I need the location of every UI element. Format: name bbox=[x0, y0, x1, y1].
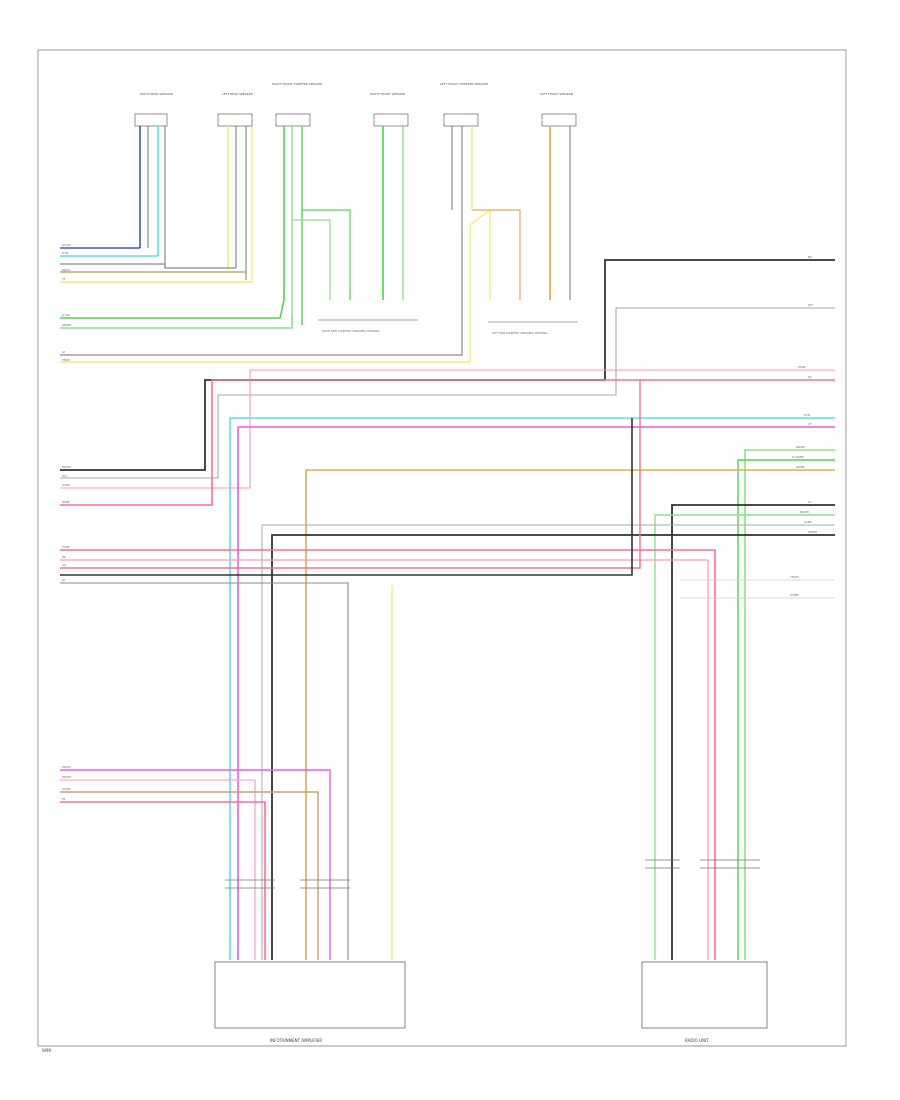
svg-text:GY: GY bbox=[808, 500, 812, 504]
svg-text:GY/BK: GY/BK bbox=[804, 520, 812, 524]
speaker-right-front-tweeter: RIGHT FRONT TWEETER SPEAKER bbox=[272, 82, 323, 325]
svg-text:PK/WH: PK/WH bbox=[62, 765, 71, 769]
svg-text:GY: GY bbox=[62, 350, 66, 354]
radio-unit: RADIO UNIT bbox=[641, 961, 768, 1043]
right-wire-labels: BK WH PK/BK PK LT BL VT GN/WH LT GN/BK O… bbox=[790, 255, 817, 597]
svg-text:BK/OG: BK/OG bbox=[62, 268, 70, 272]
svg-text:GY/BK: GY/BK bbox=[62, 483, 70, 487]
main-trunks bbox=[60, 259, 835, 960]
svg-text:BK: BK bbox=[808, 255, 812, 259]
connector-ticks bbox=[225, 859, 760, 889]
speaker-left-front-label: LEFT FRONT SPEAKER bbox=[540, 92, 573, 96]
infotainment-amplifier-label: INFOTAINMENT AMPLIFIER bbox=[270, 1038, 322, 1043]
speaker-left-front-tweeter-label: LEFT FRONT TWEETER SPEAKER bbox=[440, 82, 488, 86]
svg-text:WH: WH bbox=[62, 474, 67, 478]
diagram-code: W99 bbox=[42, 1048, 52, 1053]
speaker-right-front: RIGHT FRONT SPEAKER bbox=[370, 92, 409, 300]
infotainment-amplifier: INFOTAINMENT AMPLIFIER bbox=[214, 961, 406, 1043]
svg-text:WH/BK: WH/BK bbox=[790, 593, 799, 597]
svg-text:VT: VT bbox=[808, 422, 812, 426]
svg-text:DB/WH: DB/WH bbox=[808, 530, 817, 534]
svg-text:GY/WH: GY/WH bbox=[62, 243, 71, 247]
svg-text:WH: WH bbox=[808, 303, 813, 307]
svg-text:LT BL: LT BL bbox=[804, 413, 811, 417]
speaker-right-front-label: RIGHT FRONT SPEAKER bbox=[370, 92, 405, 96]
svg-text:OG: OG bbox=[62, 563, 66, 567]
svg-text:BK: BK bbox=[62, 555, 66, 559]
svg-text:VT/BK: VT/BK bbox=[62, 545, 70, 549]
speaker-right-rear: RIGHT REAR SPEAKER bbox=[134, 92, 173, 268]
svg-text:PK: PK bbox=[808, 375, 812, 379]
splice-note-right: RIGHT SIDE COURTESY SPEAKERS OPTIONAL bbox=[322, 329, 380, 333]
svg-text:PK/BK: PK/BK bbox=[62, 500, 70, 504]
svg-text:LT GN/BK: LT GN/BK bbox=[792, 455, 804, 459]
splice-note-left: LEFT SIDE COURTESY SPEAKERS OPTIONAL bbox=[492, 331, 548, 335]
speaker-left-front: LEFT FRONT SPEAKER bbox=[540, 92, 577, 300]
svg-text:GN/WH: GN/WH bbox=[796, 445, 805, 449]
speaker-right-rear-label: RIGHT REAR SPEAKER bbox=[140, 92, 173, 96]
left-wire-labels: GY/WH LT BL BK/OG YE LT GN GN/WH GY YE/B… bbox=[62, 243, 71, 801]
speaker-left-rear-label: LEFT REAR SPEAKER bbox=[222, 92, 253, 96]
speaker-left-rear: LEFT REAR SPEAKER bbox=[217, 92, 253, 282]
svg-text:OG/BK: OG/BK bbox=[796, 465, 805, 469]
upper-left-harness bbox=[60, 208, 521, 363]
speaker-left-front-tweeter: LEFT FRONT TWEETER SPEAKER bbox=[440, 82, 488, 230]
svg-text:OG/BK: OG/BK bbox=[62, 787, 71, 791]
svg-text:LT GN: LT GN bbox=[62, 313, 70, 317]
svg-text:GY: GY bbox=[62, 578, 66, 582]
diagram-frame bbox=[37, 49, 847, 1047]
svg-text:BK/WH: BK/WH bbox=[800, 510, 809, 514]
svg-text:YE: YE bbox=[62, 277, 66, 281]
svg-text:LT BL: LT BL bbox=[62, 251, 69, 255]
svg-text:PK/BK: PK/BK bbox=[798, 365, 806, 369]
speaker-right-front-tweeter-label: RIGHT FRONT TWEETER SPEAKER bbox=[272, 82, 323, 86]
svg-text:GN/WH: GN/WH bbox=[62, 323, 71, 327]
radio-unit-label: RADIO UNIT bbox=[685, 1038, 709, 1043]
svg-text:BK/WH: BK/WH bbox=[62, 775, 71, 779]
svg-text:PK: PK bbox=[62, 797, 66, 801]
svg-text:BK/WH: BK/WH bbox=[62, 465, 71, 469]
svg-text:YE/BK: YE/BK bbox=[62, 358, 70, 362]
svg-text:YE/WH: YE/WH bbox=[790, 575, 799, 579]
